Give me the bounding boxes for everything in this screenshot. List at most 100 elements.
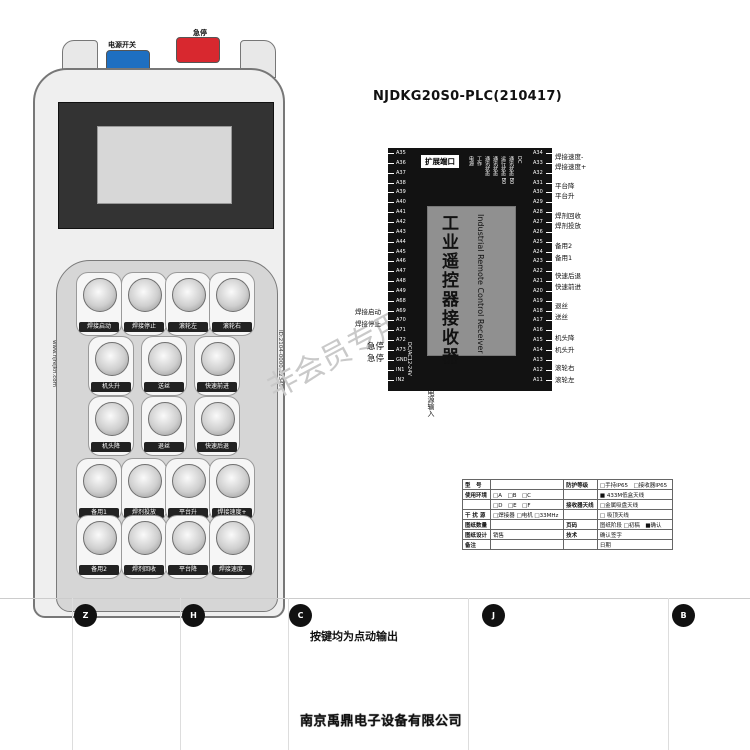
dc-label: DC/AC12-24V	[406, 342, 412, 376]
pin-tick	[388, 221, 394, 223]
pin-label: A21	[533, 278, 543, 285]
key-label: 送丝	[144, 382, 184, 392]
key-head-down: 机头降	[88, 396, 134, 456]
table-cell: 型 号	[461, 479, 492, 490]
key-cap	[172, 521, 206, 555]
pin-tick	[546, 261, 552, 263]
key-cap	[128, 464, 162, 498]
pin-tick	[546, 290, 552, 292]
output-label: 滚轮左	[555, 376, 575, 384]
side-website: www.njrejkn.com	[51, 340, 57, 387]
pin-tick	[546, 202, 552, 204]
pin-label: A32	[533, 169, 543, 176]
pin-tick	[388, 330, 394, 332]
pin-label: A42	[396, 218, 406, 225]
pin-tick	[546, 241, 552, 243]
output-label: 备用2	[555, 242, 573, 250]
pin-label: A39	[396, 189, 406, 196]
pin-label: A13	[533, 356, 543, 363]
pin-tick	[388, 212, 394, 214]
key-cap	[83, 278, 117, 312]
receiver-main-label: 工业遥控器接收器	[438, 214, 458, 366]
table-cell: 日期	[596, 539, 674, 550]
table-cell	[461, 499, 492, 510]
pin-label: A44	[396, 238, 406, 245]
ruler-marker: B	[672, 604, 695, 627]
table-cell: 技术	[563, 529, 598, 540]
key-flux-recover: 焊剂回收	[121, 515, 167, 579]
key-cap	[95, 342, 129, 376]
pin-tick	[388, 182, 394, 184]
key-platform-down: 平台降	[165, 515, 211, 579]
output-label: 平台升	[555, 192, 575, 200]
key-head-up: 机头升	[88, 336, 134, 396]
pin-tick	[388, 340, 394, 342]
pin-tick	[546, 330, 552, 332]
table-cell: □金属吸盘天线	[596, 499, 674, 510]
output-label: 焊接速度-	[555, 153, 584, 161]
table-row: 干 扰 源 □焊接器 □电机 □33MHz □ 吸顶天线	[461, 509, 674, 520]
key-cap	[83, 521, 117, 555]
grid-line	[180, 598, 181, 750]
pin-label: A27	[533, 218, 543, 225]
pin-label: A19	[533, 297, 543, 304]
key-cap	[172, 464, 206, 498]
key-weld-stop: 焊接停止	[121, 272, 167, 336]
table-row: 图纸数量 页码 图纸阶段 □初稿 ■确认	[461, 519, 674, 530]
pin-tick	[546, 340, 552, 342]
pin-tick	[388, 281, 394, 283]
pin-tick	[546, 271, 552, 273]
table-cell: 图纸数量	[461, 519, 492, 530]
output-label: 焊接启动	[355, 308, 381, 316]
pin-tick	[546, 221, 552, 223]
key-label: 焊剂回收	[124, 565, 164, 575]
table-cell: □ 吸顶天线	[596, 509, 674, 520]
receiver-label-panel	[427, 206, 516, 356]
key-label: 退丝	[144, 442, 184, 452]
power-switch-label: 电源开关	[108, 41, 136, 49]
output-label: 滚轮右	[555, 364, 575, 372]
output-label: 退丝	[555, 302, 568, 310]
pin-label: A69	[396, 307, 406, 314]
pin-tick	[546, 192, 552, 194]
output-label: 快速后退	[555, 272, 581, 280]
pin-label: A68	[396, 297, 406, 304]
led-label: 工作	[476, 156, 482, 166]
pin-label: A30	[533, 189, 543, 196]
pin-label: A18	[533, 307, 543, 314]
pin-label: A12	[533, 366, 543, 373]
pin-label: A22	[533, 268, 543, 275]
pin-tick	[546, 369, 552, 371]
key-cap	[148, 342, 182, 376]
model-title: NJDKG20S0-PLC(210417)	[373, 89, 562, 104]
key-output-note: 按键均为点动输出	[310, 630, 398, 643]
key-label: 机头降	[91, 442, 131, 452]
output-label: 机头升	[555, 346, 575, 354]
pin-tick	[546, 182, 552, 184]
pin-label: A26	[533, 228, 543, 235]
key-cap	[83, 464, 117, 498]
key-label: 滚轮右	[212, 322, 252, 332]
led-label: 通讯状态	[492, 156, 498, 176]
output-label: 备用1	[555, 254, 573, 262]
pin-tick	[388, 320, 394, 322]
key-cap	[201, 402, 235, 436]
pin-label: A33	[533, 159, 543, 166]
key-label: 焊接速度-	[212, 565, 252, 575]
grid-line	[288, 598, 289, 750]
pin-label: GND	[396, 356, 408, 363]
table-cell	[563, 509, 598, 520]
pin-label: A14	[533, 347, 543, 353]
key-label: 备用1	[79, 508, 119, 518]
key-cap	[216, 521, 250, 555]
receiver-sub-label: Industrial Remote Control Receiver	[476, 214, 485, 354]
pin-label: A17	[533, 317, 543, 324]
pin-tick	[546, 162, 552, 164]
led-label: 电源	[468, 156, 474, 166]
key-label: 焊接速度+	[212, 508, 252, 518]
pin-label: A11	[533, 376, 543, 383]
table-cell: □手持IP65 □接收器IP65	[596, 479, 674, 490]
key-cap	[95, 402, 129, 436]
pin-label: A35	[396, 150, 406, 156]
output-label: 焊接速度+	[555, 163, 587, 171]
